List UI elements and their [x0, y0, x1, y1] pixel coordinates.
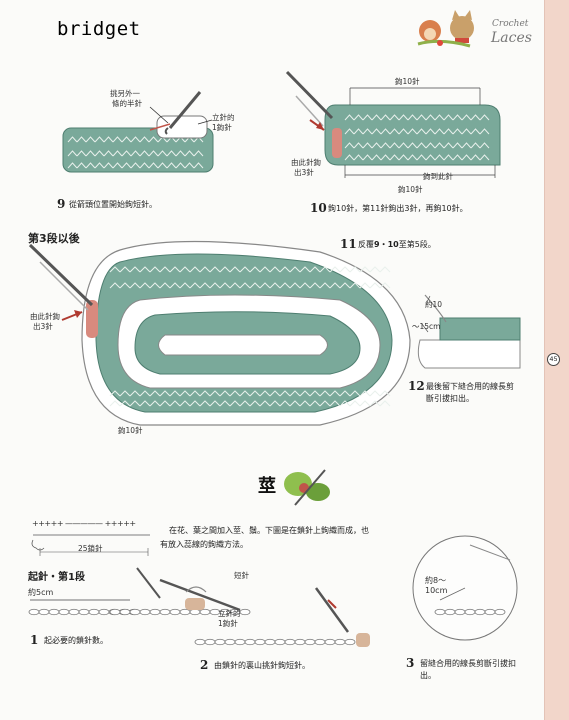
fig9-caption: 從箭頭位置開始鉤短針。	[69, 200, 157, 209]
figure-12-swatch	[417, 294, 521, 369]
stem-desc-2: 有放入蕊線的鉤織方法。	[160, 540, 248, 549]
figure-9-swatch	[62, 91, 214, 173]
fig12-length-label-2: ～15cm	[412, 322, 441, 331]
stem-step2-caption: 由鎖針的裏山挑針鉤短針。	[214, 661, 310, 670]
fig9-stand-label-2: 1鉤針	[212, 123, 232, 132]
fig12-length-label-1: 約10	[425, 300, 443, 309]
stem-title: 莖	[258, 476, 276, 497]
fig11-out-label-2: 出3針	[33, 322, 53, 331]
stem-step3-number: 3	[406, 656, 415, 670]
fig12-caption-2: 斷引拔扣出。	[426, 394, 474, 403]
fig10-label-bottom: 鉤10針	[398, 185, 423, 194]
fig9-insert-label-1: 挑另外一	[110, 89, 140, 98]
stem-length-label: 約5cm	[28, 588, 54, 597]
fig9-number: 9	[57, 197, 66, 211]
mascot-illustration	[417, 10, 474, 48]
fig9-insert-label-2: 條的半針	[112, 99, 142, 108]
brand-top: Crochet	[492, 19, 529, 29]
fig10-label-top: 鉤10針	[395, 77, 420, 86]
fig10-number: 10	[310, 201, 327, 215]
illustrations	[28, 10, 521, 647]
brand-bottom: Laces	[491, 30, 532, 46]
stem-step3-length-label-2: 10cm	[425, 586, 448, 595]
chain-diagram	[31, 534, 150, 556]
page-edge-line	[544, 0, 545, 720]
fig11-heading: 第3段以後	[28, 232, 80, 245]
fig12-number: 12	[408, 379, 425, 393]
fig9-stand-label-1: 立針的	[212, 113, 235, 122]
stem-desc-1: 在花、葉之間加入莖、鬚。下圖是在鎖針上鉤織而成，也	[169, 526, 369, 535]
stem-bottom-chain	[194, 587, 370, 647]
handwritten-name: bridget	[57, 18, 141, 40]
chain-marks: +++++ ————— +++++	[32, 519, 136, 528]
stem-step3-caption-1: 留縫合用的線長剪斷引拔扣	[420, 659, 516, 668]
fig11-caption-bold: 9・10	[374, 240, 399, 249]
stem-step2-stand-label-2: 1鉤針	[218, 619, 238, 628]
stem-step2-number: 2	[200, 658, 209, 672]
fig11-number: 11	[340, 237, 357, 251]
fig12-caption-1: 最後留下縫合用的線長剪	[426, 382, 514, 391]
stem-step1-caption: 起必要的鎖針數。	[44, 636, 108, 645]
stem-illustration	[284, 469, 330, 506]
fig10-caption: 鉤10針，第11針鉤出3針，再鉤10針。	[328, 204, 468, 213]
stem-step1-number: 1	[30, 633, 39, 647]
stem-step3-length-label-1: 約8～	[425, 576, 447, 585]
figure-11-oval	[28, 240, 411, 426]
fig11-caption-pre: 反覆	[358, 240, 374, 249]
stem-step3-caption-2: 出。	[420, 671, 436, 680]
stem-heading: 起針・第1段	[28, 572, 85, 583]
fig11-label-bottom: 鉤10針	[118, 426, 143, 435]
stem-figure-2	[109, 578, 251, 616]
stem-figure-3	[412, 535, 518, 641]
fig10-out-label-2: 出3針	[294, 168, 314, 177]
fig11-caption-post: 至第5段。	[398, 240, 436, 249]
figure-10-swatch	[285, 70, 501, 178]
fig10-label-to: 鉤到此針	[423, 172, 453, 181]
stem-step2-stand-label-1: 立針的	[218, 609, 241, 618]
fig10-out-label-1: 由此針鉤	[291, 158, 321, 167]
stem-step2-sc-label: 短針	[234, 571, 249, 580]
chain-count-label: 25鎖針	[78, 544, 103, 553]
page-number: 45	[547, 353, 560, 366]
fig11-out-label-1: 由此針鉤	[30, 312, 60, 321]
fig11-caption: 反覆9・10至第5段。	[358, 240, 436, 249]
